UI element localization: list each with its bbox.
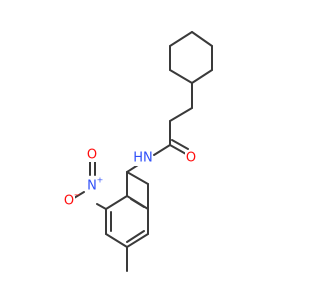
atom-nitro-o2: O <box>64 194 74 209</box>
molecule-structure: HN O N + O O − <box>63 31 213 272</box>
bond-ar-inner1 <box>130 198 145 208</box>
nitro-n-charge: + <box>97 176 104 185</box>
bond-n-aryl <box>126 164 139 173</box>
bond-aryl-nitro <box>96 203 107 210</box>
atom-nh: HN <box>133 151 153 166</box>
bond-co-b <box>171 139 189 150</box>
bond-lines <box>73 31 213 272</box>
bond-ar4 <box>126 233 149 248</box>
atom-labels: HN O N + O O − <box>63 148 197 209</box>
bond-cy4 <box>169 69 193 84</box>
bond-ch2-ch2 <box>169 107 193 122</box>
bond-cy3 <box>191 69 213 84</box>
bond-co-a <box>169 144 187 155</box>
nitro-o2-charge: − <box>74 191 81 200</box>
atom-nitro-n: N <box>87 179 97 194</box>
bond-nitro-o2 <box>73 191 85 199</box>
atom-carbonyl-o: O <box>186 151 196 166</box>
bond-ar-inner2 <box>126 230 145 243</box>
bond-ring-top <box>126 171 149 185</box>
bond-cy1 <box>191 31 213 47</box>
bond-cy6 <box>169 31 193 47</box>
bond-carbonyl-n <box>153 144 171 156</box>
bond-ar5 <box>105 233 128 248</box>
bond-ar7 <box>105 195 128 210</box>
atom-nitro-o1: O <box>87 148 97 163</box>
